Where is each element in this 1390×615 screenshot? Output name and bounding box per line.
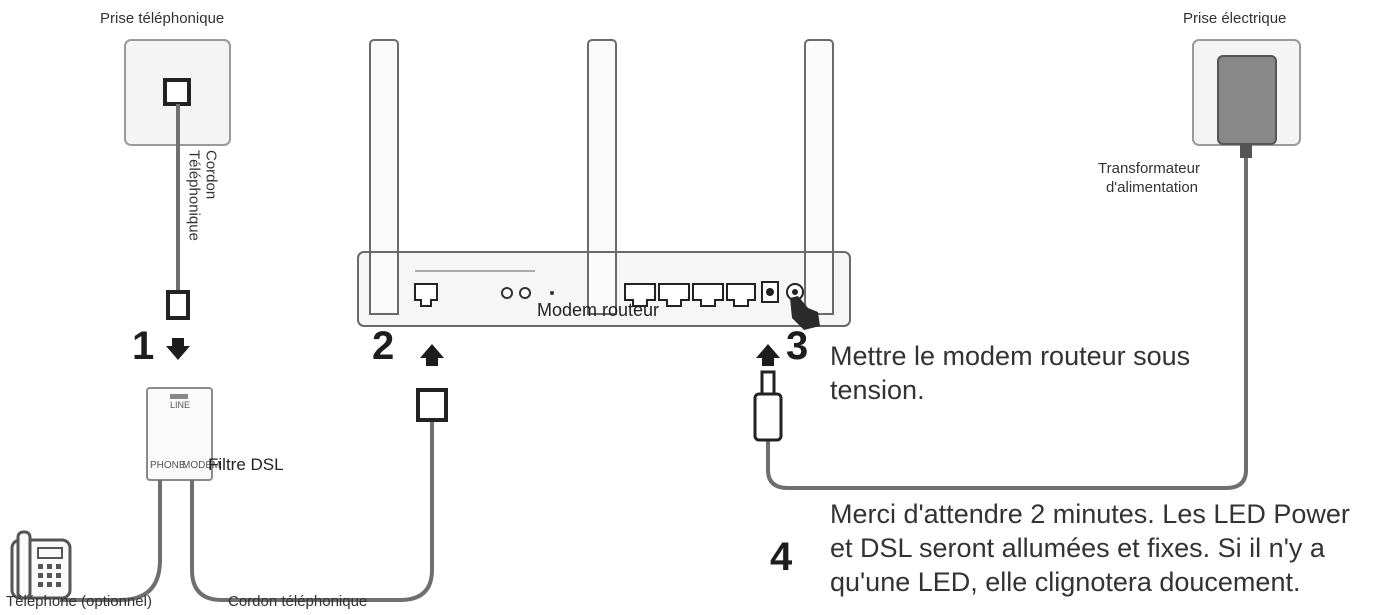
phone-cord-label: Cordon Téléphonique	[185, 150, 220, 241]
adapter-label-line2: d'alimentation	[1105, 178, 1199, 196]
step-4-text-line2: et DSL seront allumées et fixes. Si il n…	[830, 532, 1325, 563]
step-3-number: 3	[786, 324, 809, 368]
phone-cord-label-line1: Cordon	[202, 150, 220, 200]
power-outlet-label: Prise électrique	[1183, 10, 1287, 27]
arrow-up-icon	[420, 344, 444, 366]
step-1-number: 1	[132, 324, 155, 368]
filter-port-phone: PHONE	[150, 460, 186, 471]
arrow-up-icon	[756, 344, 780, 366]
filter-port-line: LINE	[170, 400, 191, 410]
step-2-number: 2	[372, 324, 395, 368]
phone-label: Téléphone (optionnel)	[6, 593, 152, 610]
finger-press-icon	[790, 296, 820, 330]
dsl-filter	[146, 387, 213, 481]
phone-cord-label-line2: Téléphonique	[185, 150, 203, 241]
power-outlet	[1192, 39, 1301, 158]
power-cable	[766, 158, 1248, 490]
step-4-text: Merci d'attendre 2 minutes. Les LED Powe…	[830, 498, 1350, 599]
telephone-icon	[10, 530, 72, 600]
step-4-number: 4	[770, 535, 793, 579]
router-antennas	[369, 39, 834, 316]
arrow-down-icon	[166, 338, 190, 360]
modem-cable	[190, 420, 434, 602]
step-3-text: Mettre le modem routeur sous tension.	[830, 340, 1190, 408]
dc-plug	[753, 370, 783, 442]
phone-plug-top	[166, 290, 190, 320]
router-label: Modem routeur	[537, 300, 660, 320]
adapter-label: Transformateur d'alimentation	[1098, 160, 1200, 198]
wall-jack-label: Prise téléphonique	[100, 10, 225, 27]
step-4-text-line3: qu'une LED, elle clignotera doucement.	[830, 566, 1301, 597]
filter-port-modem: MODEM	[182, 460, 221, 471]
phone-cable	[60, 480, 162, 602]
phone-plug-router	[416, 388, 448, 422]
wall-jack	[124, 39, 231, 146]
modem-router	[357, 251, 851, 327]
adapter-label-line1: Transformateur	[1098, 160, 1200, 177]
cord-bottom-label: Cordon téléphonique	[228, 593, 368, 610]
step-4-text-line1: Merci d'attendre 2 minutes. Les LED Powe…	[830, 499, 1350, 529]
step-3-text-line2: tension.	[830, 374, 925, 405]
dsl-filter-label: Filtre DSL	[208, 455, 284, 474]
step-3-text-line1: Mettre le modem routeur sous	[830, 341, 1191, 371]
